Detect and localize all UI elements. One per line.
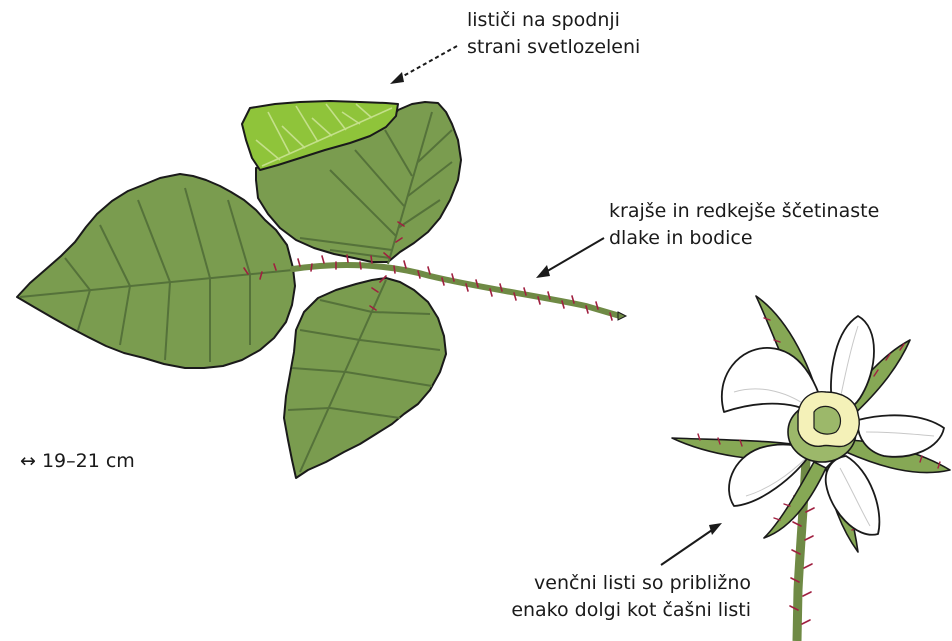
label-size: ↔ 19–21 cm [20,448,135,475]
label-petals-line1: venčni listi so približno [511,570,751,597]
label-hairs-line2: dlake in bodice [609,225,879,252]
leaflet-left [17,174,295,368]
label-underside-line1: lističi na spodnji [467,7,640,34]
arrow-hairs [536,238,604,278]
label-hairs: krajše in redkejše ščetinaste dlake in b… [609,198,879,252]
arrow-petals [661,523,722,565]
label-petals: venčni listi so približno enako dolgi ko… [511,570,751,624]
label-hairs-line1: krajše in redkejše ščetinaste [609,198,879,225]
compound-leaf [17,101,626,478]
arrow-underside [390,46,457,84]
label-petals-line2: enako dolgi kot čašni listi [511,597,751,624]
label-underside: lističi na spodnji strani svetlozeleni [467,7,640,61]
petal [826,456,880,535]
label-underside-line2: strani svetlozeleni [467,34,640,61]
leaflet-bottom [284,278,446,478]
